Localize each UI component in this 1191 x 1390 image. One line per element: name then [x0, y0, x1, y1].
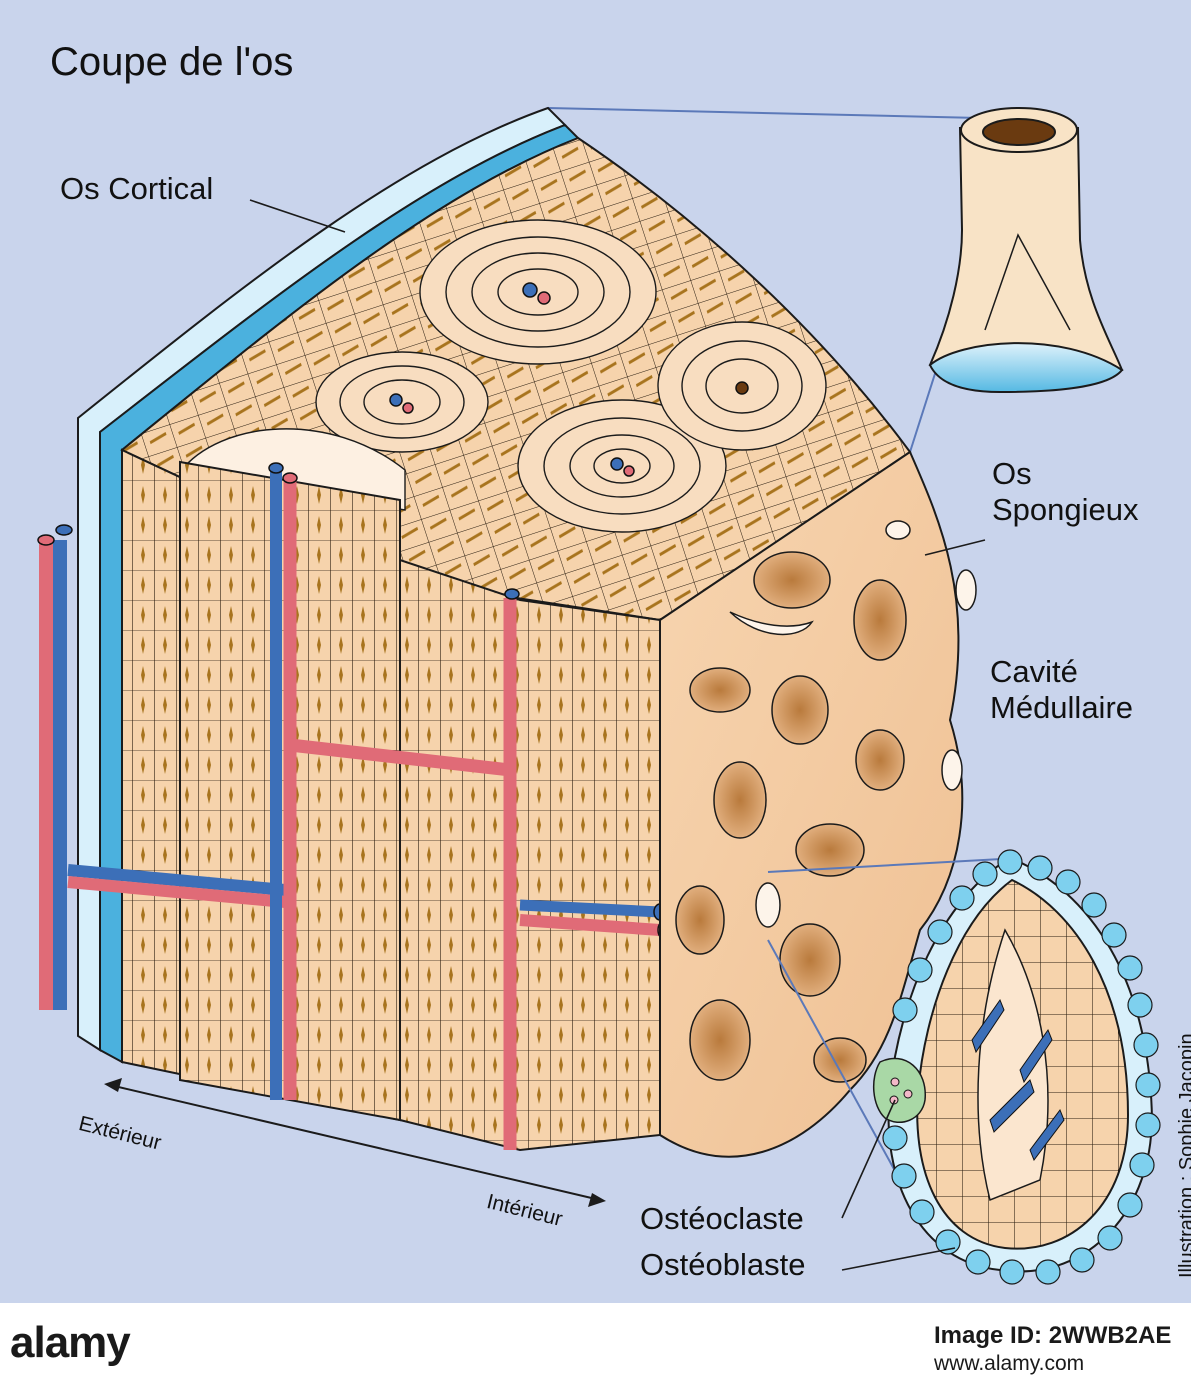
leader-line-detail-top: [767, 857, 1021, 873]
label-osteoclaste: Ostéoclaste: [640, 1201, 804, 1236]
label-osteoblaste: Ostéoblaste: [640, 1247, 806, 1282]
label-os-cortical: Os Cortical: [60, 171, 214, 206]
leader-os-spongieux: [924, 539, 986, 556]
label-os-spongieux-line1: Os: [992, 456, 1032, 491]
epiphysis-inset: [928, 107, 1124, 394]
bone-section-illustration: [37, 106, 1161, 1285]
osteoblast-cells: [882, 849, 1161, 1285]
arrow-head-right: [588, 1193, 606, 1207]
trabecular-cavities: [675, 551, 907, 1083]
label-os-spongieux-line2: Spongieux: [992, 491, 1139, 527]
watermark-footer: [0, 1303, 1191, 1390]
direction-arrow-line: [109, 1084, 601, 1201]
arrow-head-left: [104, 1078, 122, 1092]
osteon-canals: [389, 282, 749, 477]
label-cavite-medullaire: Cavité Médullaire: [990, 654, 1133, 725]
trabecula-detail-inset: [872, 856, 1154, 1273]
leader-line-detail-bottom: [767, 939, 901, 1181]
label-cavite-line1: Cavité: [990, 654, 1078, 689]
spongy-canals: [729, 520, 977, 928]
label-os-spongieux: Os Spongieux: [992, 456, 1139, 527]
image-url-text: www.alamy.com: [934, 1352, 1085, 1375]
leader-os-cortical: [249, 199, 346, 233]
blood-vessels: [39, 470, 661, 1150]
brand-logo: alamy: [10, 1318, 131, 1367]
page-title: Coupe de l'os: [50, 40, 294, 84]
illustration-credit: Illustration : Sophie Jacopin: [1176, 1033, 1191, 1278]
leader-line-top: [547, 107, 981, 119]
label-cavite-line2: Médullaire: [990, 689, 1134, 725]
leader-osteoblaste: [841, 1247, 956, 1271]
image-id-text: Image ID: 2WWB2AE: [934, 1322, 1172, 1349]
leader-osteoclaste: [841, 1099, 896, 1219]
